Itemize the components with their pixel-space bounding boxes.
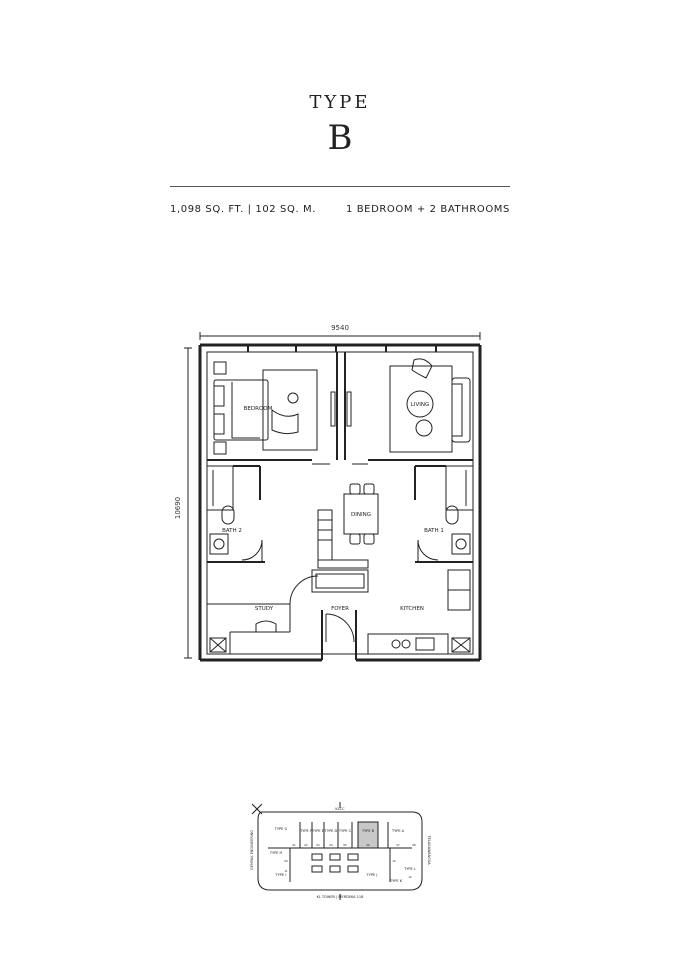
bedroom-furniture xyxy=(213,361,318,455)
keyplan-number: 03 xyxy=(316,843,320,847)
header-divider xyxy=(170,186,510,187)
study-furniture xyxy=(207,575,319,654)
kitchen-fixtures xyxy=(367,569,471,655)
keyplan-number: 11 xyxy=(284,869,288,873)
keyplan-number: 10 xyxy=(392,859,396,863)
keyplan-unit-g: TYPE G xyxy=(274,827,288,831)
keyplan-number: 09 xyxy=(284,859,288,863)
height-dimension: 10690 xyxy=(174,497,182,519)
width-dimension: 9540 xyxy=(331,324,349,332)
type-label: TYPE xyxy=(309,92,371,113)
keyplan-unit-l: TYPE L xyxy=(403,867,416,871)
keyplan-unit-i: TYPE I xyxy=(275,873,287,877)
room-label-living: LIVING xyxy=(411,402,429,408)
room-label-bedroom: BEDROOM xyxy=(244,406,273,412)
keyplan-unit-b: TYPE B xyxy=(361,829,375,833)
keyplan-unit-h: TYPE H xyxy=(269,851,283,855)
keyplan-unit-k: TYPE K xyxy=(389,879,403,883)
keyplan-unit-c: TYPE C xyxy=(338,829,352,833)
keyplan-unit-d: TYPE D xyxy=(324,829,338,833)
width-dimension-line xyxy=(199,332,481,340)
height-dimension-line xyxy=(184,347,192,659)
room-label-foyer: FOYER xyxy=(331,606,349,612)
keyplan-bottom-label: KL TOWER | MERDEKA 118 xyxy=(317,895,364,899)
room-label-dining: DINING xyxy=(351,512,371,518)
unit-area: 1,098 SQ. FT. | 102 SQ. M. xyxy=(170,204,317,215)
room-label-bath1: BATH 1 xyxy=(424,528,444,534)
keyplan-unit-f: TYPE F xyxy=(299,829,312,833)
keyplan-number: 07 xyxy=(396,843,400,847)
keyplan-unit-j: TYPE J xyxy=(366,873,378,877)
keyplan-right-label: TELAGAWANGSA xyxy=(427,834,431,865)
keyplan-unit-e: TYPE E xyxy=(311,829,324,833)
keyplan-unit-a: TYPE A xyxy=(391,829,405,833)
dining-furniture xyxy=(343,483,379,545)
living-furniture xyxy=(389,358,471,453)
room-label-bath2: BATH 2 xyxy=(222,528,242,534)
type-letter: B xyxy=(327,118,353,158)
keyplan-number: 06 xyxy=(366,843,370,847)
keyplan-number: 05 xyxy=(343,843,347,847)
outer-walls xyxy=(198,343,482,662)
keyplan-top-label: KLCC xyxy=(335,807,345,811)
keyplan-number: 01 xyxy=(292,843,296,847)
keyplan-number: 12 xyxy=(408,875,412,879)
key-plan: KLCC KL TOWER | MERDEKA 118 GEMPAK ENGIN… xyxy=(250,802,431,900)
unit-rooms: 1 BEDROOM + 2 BATHROOMS xyxy=(345,204,510,215)
keyplan-number: 08 xyxy=(412,843,416,847)
room-label-study: STUDY xyxy=(255,606,274,612)
keyplan-number: 04 xyxy=(329,843,333,847)
bath1-fixtures xyxy=(414,465,474,563)
window-mullions xyxy=(247,345,437,352)
entry-door xyxy=(321,610,357,660)
central-core xyxy=(311,509,369,593)
bath2-fixtures xyxy=(206,465,265,563)
central-partition xyxy=(330,352,352,460)
keyplan-left-label: GEMPAK ENGINEERING xyxy=(250,830,254,870)
room-label-kitchen: KITCHEN xyxy=(400,606,424,612)
keyplan-number: 02 xyxy=(304,843,308,847)
